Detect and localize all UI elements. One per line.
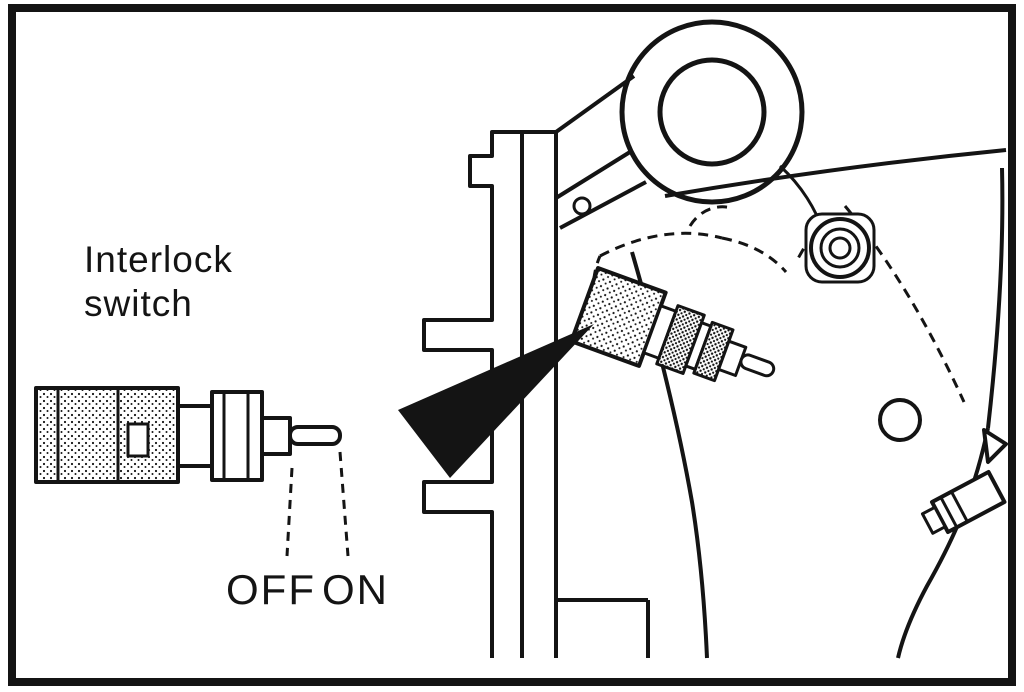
pointer-arrow-icon: [398, 324, 594, 478]
adjusting-screw: [920, 469, 1007, 535]
bracket-plate: [422, 74, 650, 658]
off-position-line: [285, 467, 294, 557]
bracket-assembly: [422, 19, 1008, 659]
on-position-line: [338, 451, 350, 557]
pivot-bolt: [804, 212, 876, 284]
interlock-label-line2: switch: [84, 283, 193, 324]
frame-border: [8, 4, 1016, 686]
installed-switch: [569, 266, 776, 383]
off-label: OFF: [226, 566, 316, 613]
edge-notch: [982, 428, 1008, 464]
arm-top-edge: [664, 148, 1007, 198]
bracket-hole: [878, 398, 922, 442]
mount-ring: [619, 19, 805, 205]
arm-right-edge: [986, 167, 1005, 429]
interlock-label-line1: Interlock: [84, 239, 233, 280]
on-label: ON: [322, 566, 389, 613]
interlock-switch-drawing: [34, 386, 342, 484]
